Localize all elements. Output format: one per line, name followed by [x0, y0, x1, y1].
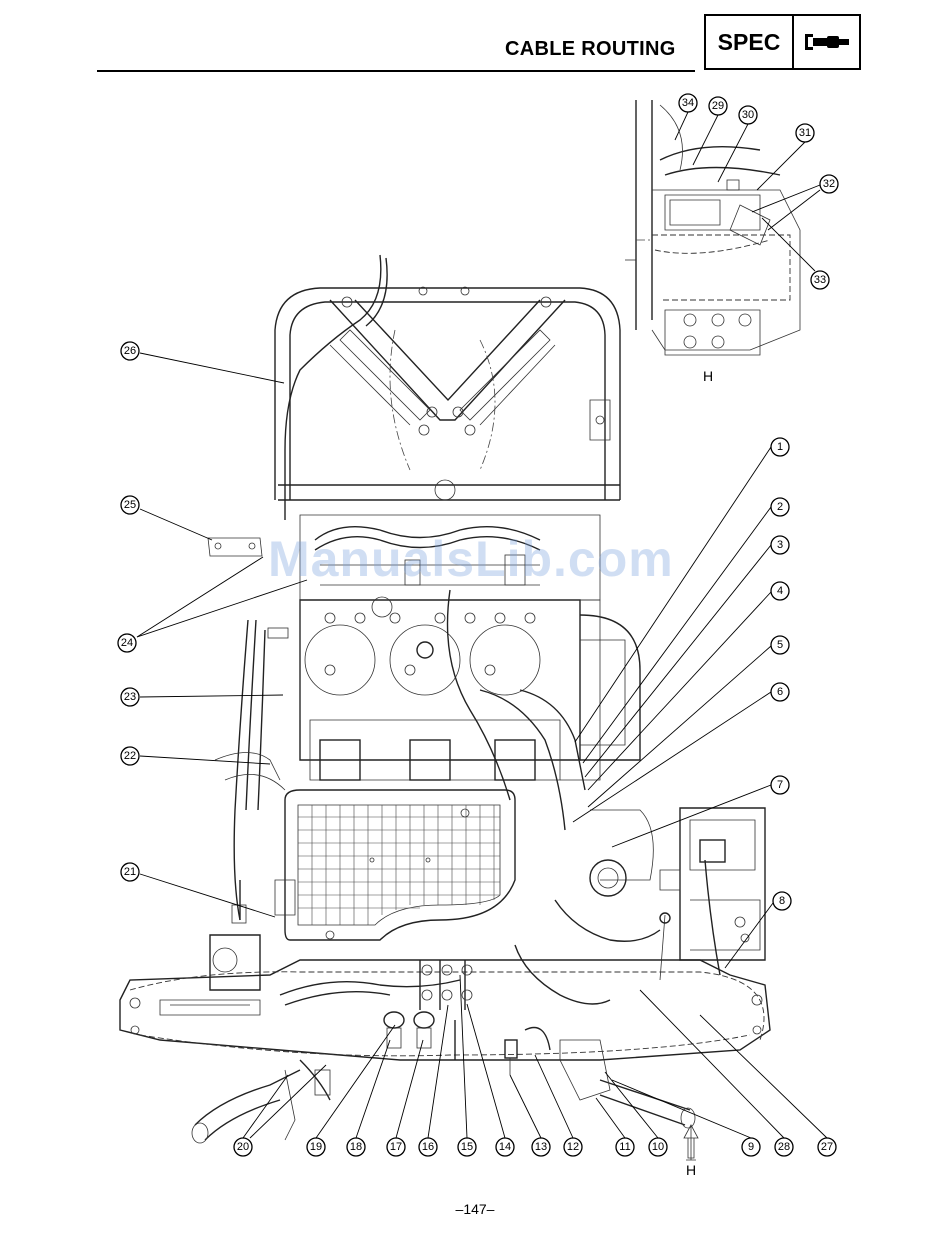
svg-text:11: 11	[619, 1141, 630, 1153]
svg-text:33: 33	[814, 274, 826, 286]
svg-text:17: 17	[390, 1141, 402, 1153]
svg-text:16: 16	[422, 1141, 434, 1153]
callout-17: 17	[387, 1138, 405, 1156]
callout-23: 23	[121, 688, 139, 706]
inset-view-label: H	[703, 368, 713, 384]
lower-frame	[120, 538, 770, 1143]
air-filter-grid	[285, 790, 515, 940]
callout-6: 6	[771, 683, 789, 701]
svg-text:23: 23	[124, 691, 136, 703]
svg-text:3: 3	[777, 539, 783, 551]
callout-26: 26	[121, 342, 139, 360]
callout-20: 20	[234, 1138, 252, 1156]
callouts-inset: 34 29 30 31 32 33	[679, 94, 838, 289]
callout-4: 4	[771, 582, 789, 600]
callout-29: 29	[709, 97, 727, 115]
svg-text:6: 6	[777, 686, 783, 698]
callout-12: 12	[564, 1138, 582, 1156]
view-arrow-icon	[684, 1125, 698, 1160]
callout-2: 2	[771, 498, 789, 516]
svg-text:32: 32	[823, 178, 835, 190]
callout-28: 28	[775, 1138, 793, 1156]
svg-text:8: 8	[779, 895, 785, 907]
svg-text:22: 22	[124, 750, 136, 762]
callout-14: 14	[496, 1138, 514, 1156]
callout-1: 1	[771, 438, 789, 456]
svg-text:18: 18	[350, 1141, 362, 1153]
callout-22: 22	[121, 747, 139, 765]
callout-31: 31	[796, 124, 814, 142]
callout-18: 18	[347, 1138, 365, 1156]
callouts-right: 1 2 3 4 5 6 7 8	[771, 438, 791, 910]
svg-text:21: 21	[124, 866, 136, 878]
svg-text:4: 4	[777, 585, 783, 597]
svg-text:13: 13	[535, 1141, 547, 1153]
svg-text:30: 30	[742, 109, 754, 121]
svg-text:7: 7	[777, 779, 783, 791]
callout-13: 13	[532, 1138, 550, 1156]
svg-text:34: 34	[682, 97, 694, 109]
callout-9: 9	[742, 1138, 760, 1156]
callout-15: 15	[458, 1138, 476, 1156]
callout-30: 30	[739, 106, 757, 124]
callout-27: 27	[818, 1138, 836, 1156]
svg-text:24: 24	[121, 637, 133, 649]
svg-text:2: 2	[777, 501, 783, 513]
svg-text:14: 14	[499, 1141, 511, 1153]
callouts-left: 26 25 24 23 22 21	[118, 342, 139, 881]
callout-34: 34	[679, 94, 697, 112]
svg-text:26: 26	[124, 345, 136, 357]
svg-text:5: 5	[777, 639, 783, 651]
callout-19: 19	[307, 1138, 325, 1156]
arrow-view-label: H	[686, 1162, 696, 1178]
svg-text:25: 25	[124, 499, 136, 511]
callouts-bottom: 20 19 18 17 16 15 14 13 12 11 10 9 28 27	[234, 1138, 836, 1156]
svg-text:29: 29	[712, 100, 724, 112]
svg-text:10: 10	[652, 1141, 664, 1153]
callout-5: 5	[771, 636, 789, 654]
callout-3: 3	[771, 536, 789, 554]
svg-text:27: 27	[821, 1141, 833, 1153]
svg-text:31: 31	[799, 127, 811, 139]
inset-view	[625, 100, 800, 355]
svg-text:1: 1	[777, 441, 783, 453]
watermark: ManualsLib.com	[268, 530, 674, 588]
callout-11: 11	[616, 1138, 634, 1156]
svg-text:15: 15	[461, 1141, 473, 1153]
svg-text:19: 19	[310, 1141, 322, 1153]
svg-text:9: 9	[748, 1141, 754, 1153]
svg-text:12: 12	[567, 1141, 579, 1153]
right-components	[555, 808, 765, 980]
callout-32: 32	[820, 175, 838, 193]
callout-16: 16	[419, 1138, 437, 1156]
callout-33: 33	[811, 271, 829, 289]
leader-lines	[137, 112, 827, 1138]
callout-21: 21	[121, 863, 139, 881]
callout-10: 10	[649, 1138, 667, 1156]
callout-25: 25	[121, 496, 139, 514]
page-number: –147–	[0, 1201, 950, 1217]
callout-7: 7	[771, 776, 789, 794]
svg-text:20: 20	[237, 1141, 249, 1153]
callout-8: 8	[773, 892, 791, 910]
svg-text:28: 28	[778, 1141, 790, 1153]
callout-24: 24	[118, 634, 136, 652]
